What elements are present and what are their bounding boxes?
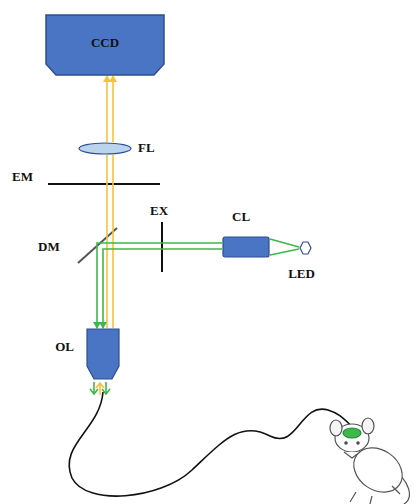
focusing-lens: FL: [78, 142, 132, 155]
light-beam: [107, 76, 113, 142]
mouse-illustration: [330, 418, 411, 504]
focusing-lens-label: FL: [138, 141, 155, 155]
focusing-lens-outline: [78, 142, 132, 155]
objective-lens: OL: [86, 328, 120, 380]
collimating-lens-label: CL: [232, 210, 250, 224]
optical-fiber: [69, 392, 356, 496]
led-source-shape: [300, 242, 311, 254]
excitation-filter-label: EX: [150, 204, 168, 218]
emission-filter: [48, 183, 160, 185]
focusing-lens-shape: [79, 143, 131, 154]
ccd-camera-label: CCD: [91, 36, 119, 50]
collimating-lens: CL: [222, 236, 270, 258]
light-beam: [270, 239, 299, 255]
emission-filter-label: EM: [12, 170, 33, 184]
beam-line: [103, 249, 222, 328]
tip-arrows: [90, 382, 110, 395]
objective-lens-shape: [87, 329, 119, 379]
dichroic-mirror-label: DM: [38, 240, 60, 254]
ccd-camera: CCD: [45, 14, 165, 76]
light-beam: [97, 243, 222, 328]
beam-line: [112, 155, 114, 328]
ccd-camera-shape: [46, 15, 164, 75]
collimating-lens-shape: [223, 237, 269, 257]
beam-line: [97, 243, 222, 328]
led-source-label: LED: [288, 267, 315, 281]
led-source: LED: [299, 241, 312, 255]
led-source-outline: [299, 241, 312, 255]
excitation-filter: [161, 222, 163, 272]
objective-lens-label: OL: [55, 340, 74, 354]
light-beam: [107, 155, 113, 328]
beam-line: [106, 155, 108, 328]
beam-line: [270, 239, 299, 247]
beam-line: [112, 76, 114, 142]
collimating-lens-outline: [222, 236, 270, 258]
beam-line: [270, 249, 299, 255]
beam-line: [106, 76, 108, 142]
objective-lens-outline: [86, 328, 120, 380]
